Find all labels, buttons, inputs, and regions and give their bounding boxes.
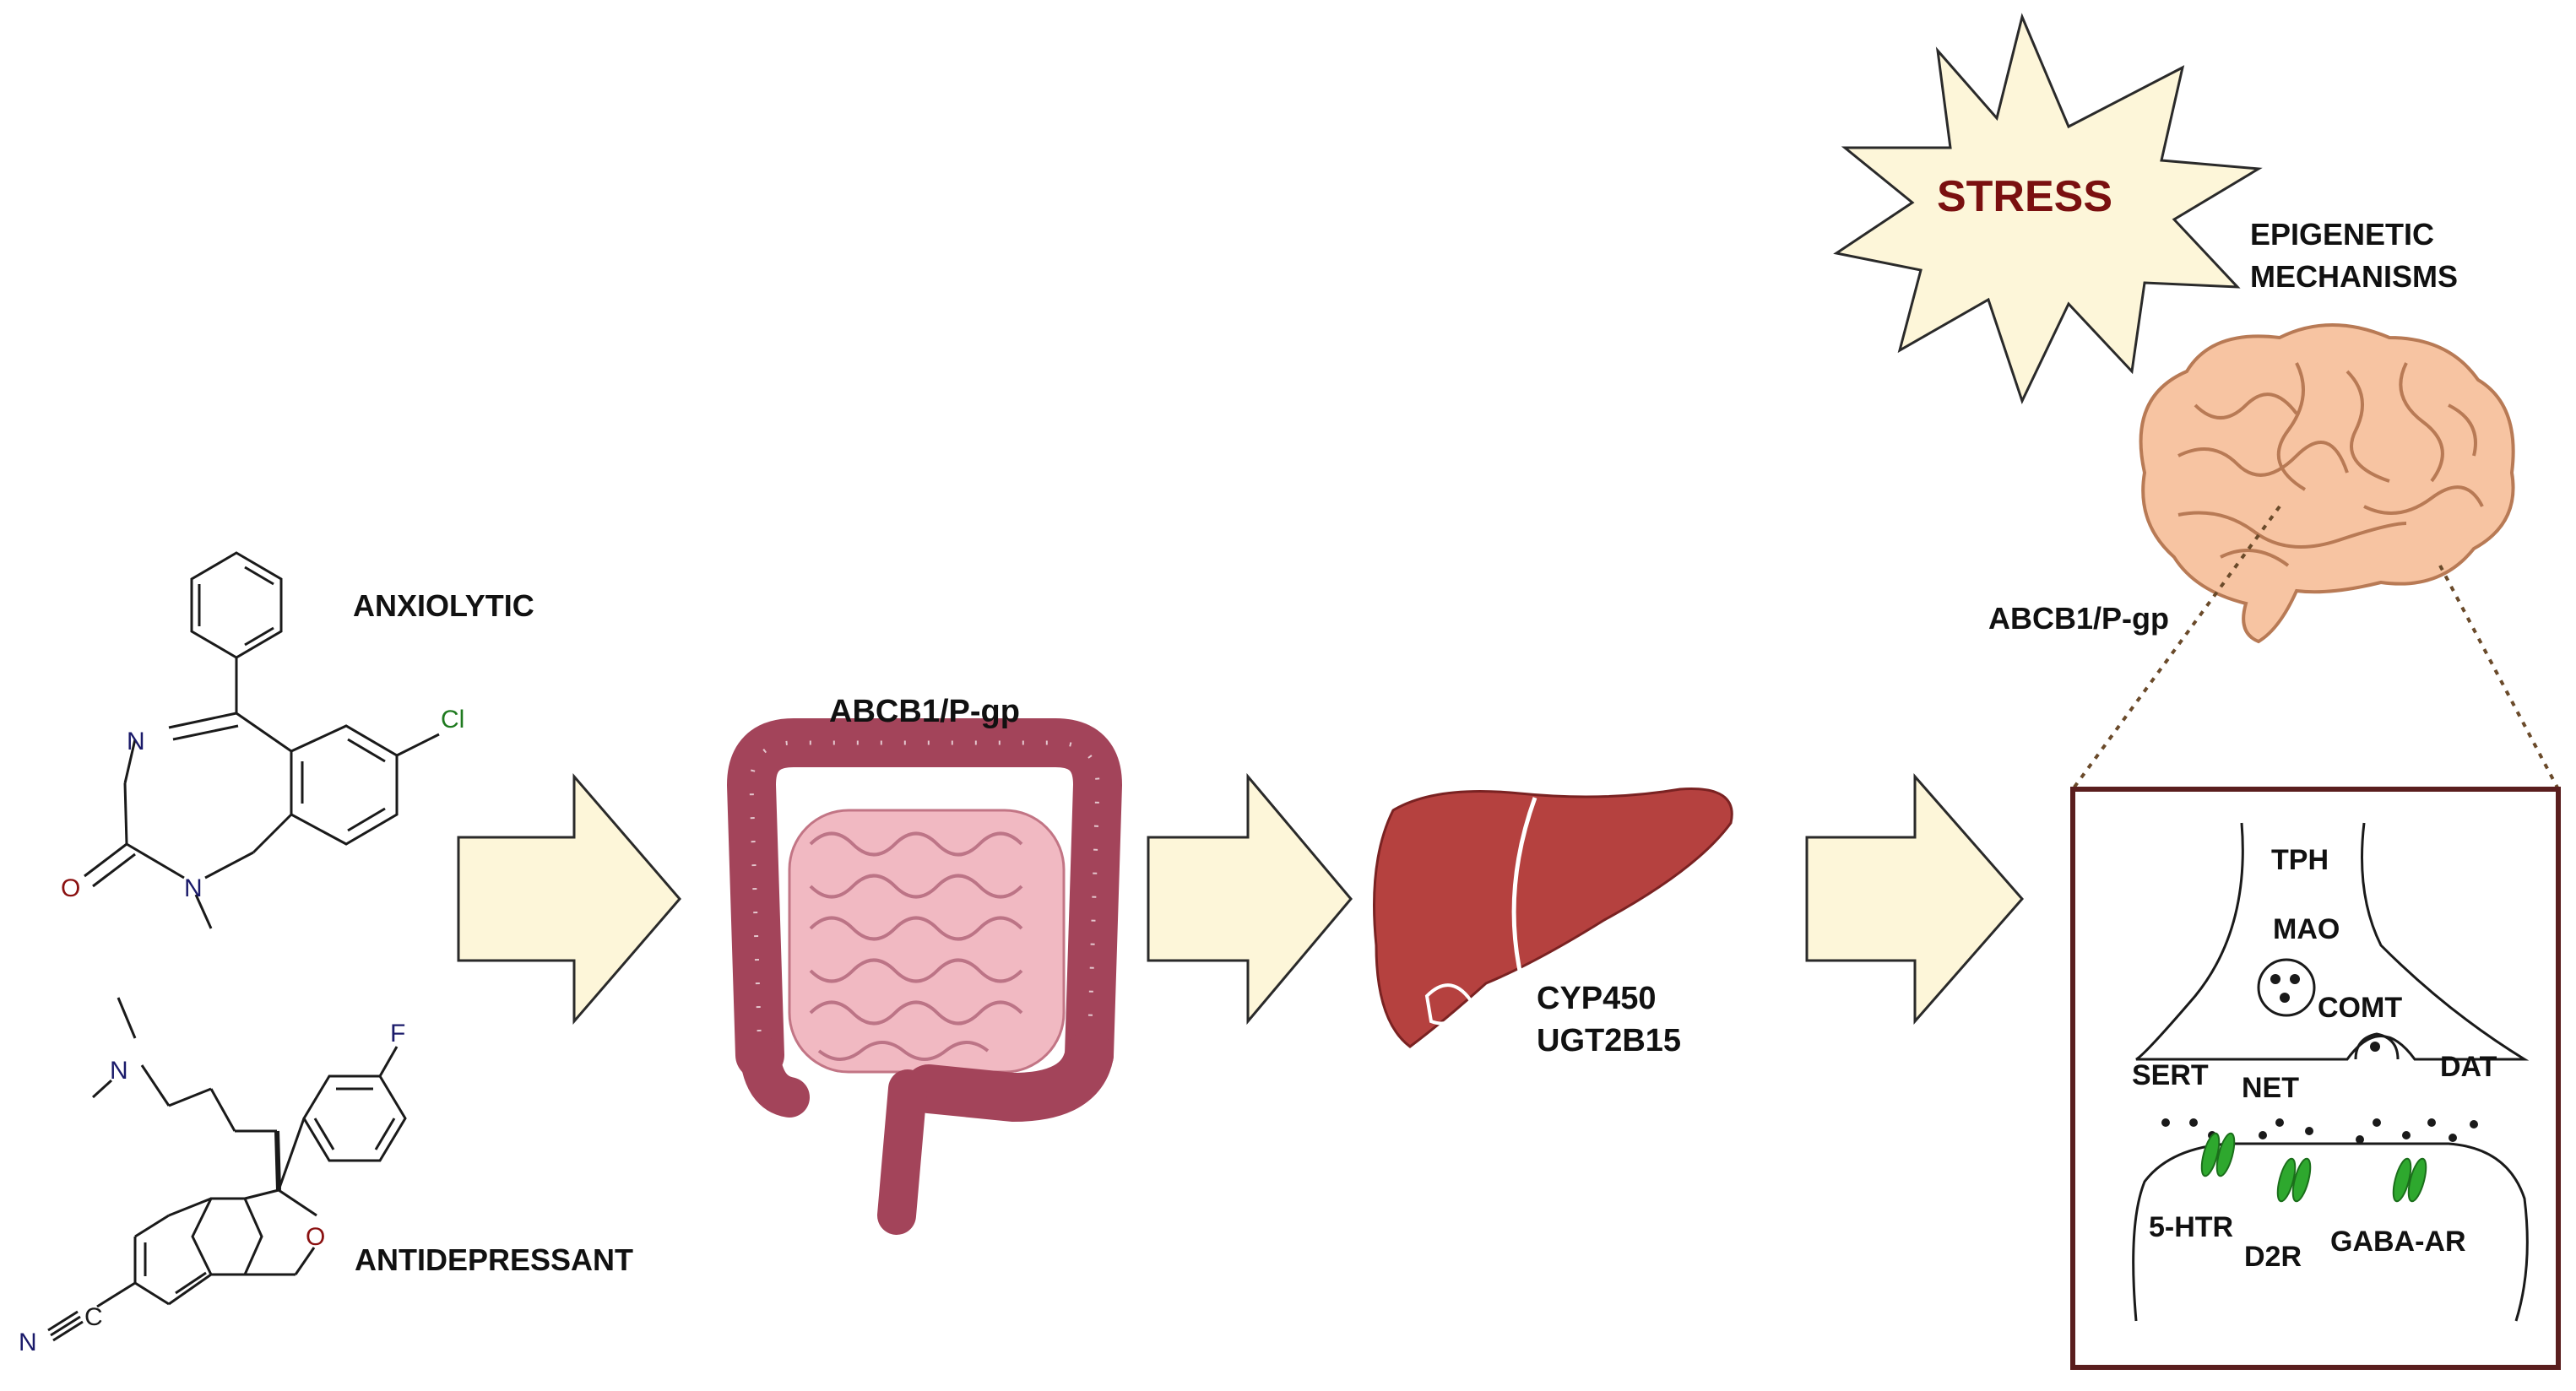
antidepressant-label: ANTIDEPRESSANT	[355, 1242, 633, 1277]
synapse-label-net: NET	[2242, 1072, 2299, 1104]
synapse-label-tph: TPH	[2271, 844, 2329, 876]
receptor-5htr	[2200, 1132, 2221, 1177]
epigenetic-label-2: MECHANISMS	[2250, 259, 2458, 294]
fluorophenyl-ring	[302, 1074, 407, 1162]
receptor-d2r	[2276, 1157, 2297, 1203]
neurotransmitter-dots	[2161, 974, 2478, 1144]
anxiolytic-structure	[84, 551, 440, 929]
atom-n: N	[110, 1057, 128, 1085]
atom-cl: Cl	[441, 706, 464, 733]
atom-n: N	[127, 728, 145, 755]
brain-illustration	[2139, 323, 2515, 644]
liver-enzyme-label-1: CYP450	[1537, 981, 1657, 1016]
receptors	[2200, 1132, 2427, 1203]
synapse-label-comt: COMT	[2318, 992, 2402, 1024]
benzo-ring-2	[191, 1197, 263, 1276]
synapse-illustration	[2132, 822, 2530, 1322]
synapse-label-d2r: D2R	[2244, 1241, 2302, 1273]
arrow-liver-to-brain	[1805, 773, 2024, 1025]
atom-c: C	[84, 1303, 103, 1331]
synapse-label-mao: MAO	[2273, 913, 2340, 945]
stress-label: STRESS	[1937, 172, 2112, 221]
stress-starburst	[1833, 13, 2263, 404]
anxiolytic-label: ANXIOLYTIC	[353, 588, 534, 623]
synapse-label-sert: SERT	[2132, 1059, 2209, 1091]
brain-transporter-label: ABCB1/P-gp	[1988, 601, 2169, 636]
synapse-label-dat: DAT	[2440, 1051, 2497, 1083]
atom-o: O	[61, 874, 80, 902]
synapse-label-5htr: 5-HTR	[2149, 1211, 2233, 1243]
arrow-gut-to-liver	[1147, 772, 1353, 1026]
liver-enzyme-label-2: UGT2B15	[1537, 1023, 1681, 1058]
atom-o: O	[306, 1223, 325, 1251]
atom-f: F	[390, 1020, 405, 1047]
intestine-illustration	[726, 718, 1123, 1235]
gut-transporter-label: ABCB1/P-gp	[829, 694, 1020, 729]
arrow-drug-to-gut	[457, 772, 681, 1026]
atom-n: N	[19, 1329, 37, 1356]
synapse-label-gabaar: GABA-AR	[2330, 1226, 2466, 1258]
receptor-gabaar	[2392, 1157, 2412, 1203]
atom-n: N	[184, 874, 203, 902]
synapse-box	[2070, 787, 2561, 1370]
zoom-line-right	[2438, 565, 2560, 790]
benzo-ring	[290, 724, 399, 846]
liver-illustration	[1373, 788, 1733, 1048]
phenyl-ring	[190, 551, 283, 659]
antidepressant-structure	[47, 997, 407, 1342]
epigenetic-label-1: EPIGENETIC	[2250, 217, 2434, 252]
